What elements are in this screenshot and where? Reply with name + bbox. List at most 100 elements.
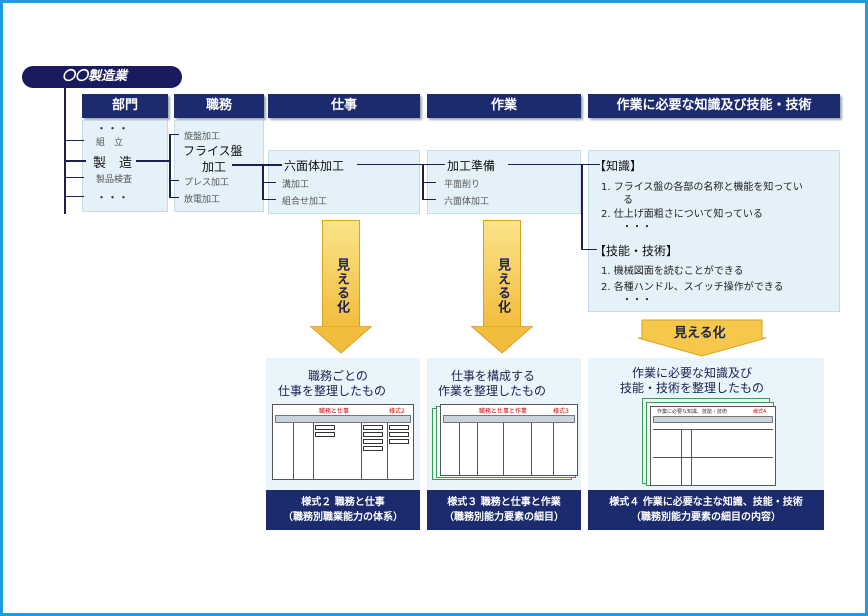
knowledge-panel xyxy=(588,150,840,312)
company-title-pill: 〇〇製造業 xyxy=(22,66,182,88)
branch-line xyxy=(64,196,84,197)
connector-line xyxy=(262,199,276,200)
form-2-col xyxy=(553,423,554,475)
work-combination: 組合せ加工 xyxy=(282,197,328,207)
skills-heading: 【技能・技術】 xyxy=(594,244,679,258)
task-prep: 加工準備 xyxy=(447,159,496,173)
skill-item2: 2. 各種ハンドル、スイッチ操作ができる xyxy=(601,282,784,293)
arrow-head-2 xyxy=(471,326,533,354)
card-2-footer: 様式３ 職務と仕事と作業 （職務別能力要素の細目） xyxy=(427,490,581,530)
form-thumbnail-3: 作業に必要な知識、技能・技術 様式4 xyxy=(650,406,776,486)
visualize-arrow-1 xyxy=(322,220,360,328)
form-1-cell xyxy=(363,425,383,430)
connector-line xyxy=(581,249,597,250)
card-1-title-line2: 仕事を整理したもの xyxy=(278,384,387,398)
form-1-col xyxy=(387,423,388,479)
branch-line xyxy=(64,140,84,141)
form-3-col xyxy=(681,430,682,485)
card-2-title-line1: 仕事を構成する xyxy=(451,369,536,383)
form-1-cell xyxy=(363,439,383,444)
form-2-col xyxy=(531,423,532,475)
connector-line xyxy=(169,180,179,181)
header-work: 仕事 xyxy=(268,94,420,118)
connector-line xyxy=(262,182,276,183)
work-groove: 溝加工 xyxy=(282,180,310,190)
connector-line xyxy=(581,164,583,250)
header-job: 職務 xyxy=(174,94,264,118)
form-3-row-divider xyxy=(653,457,773,458)
form-1-cell xyxy=(389,432,409,437)
form-1-cell xyxy=(363,446,383,451)
company-title: 〇〇製造業 xyxy=(62,69,128,84)
card-3-title-line1: 作業に必要な知識及び xyxy=(632,366,753,380)
form-thumbnail-2: 職務と仕事と作業 様式3 xyxy=(440,404,578,476)
card-3-footer: 様式４ 作業に必要な主な知識、技能・技術 （職務別能力要素の細目の内容） xyxy=(588,490,824,530)
form-1-tag: 様式2 xyxy=(389,408,405,415)
knowledge-item1-line1: 1. フライス盤の各部の名称と機能を知ってい xyxy=(601,182,803,193)
connector-line xyxy=(422,182,436,183)
form-2-tag: 様式3 xyxy=(553,408,569,415)
card-2-title-line2: 作業を整理したもの xyxy=(438,384,547,398)
card-1-title-line1: 職務ごとの xyxy=(308,369,368,383)
card-2-footer-line1: 様式３ 職務と仕事と作業 xyxy=(447,497,561,508)
form-3-title: 作業に必要な知識、技能・技術 xyxy=(657,409,728,415)
dept-panel xyxy=(82,120,168,212)
form-1-cell xyxy=(315,432,335,437)
connector-line xyxy=(169,134,179,135)
card-3-footer-line2: （職務別能力要素の細目の内容） xyxy=(631,512,781,523)
form-1-col xyxy=(313,423,314,479)
connector-line xyxy=(169,197,179,198)
branch-line xyxy=(64,177,84,178)
dept-assembly: 組 立 xyxy=(96,138,124,148)
form-3-col xyxy=(691,430,692,485)
skill-item1: 1. 機械図面を読むことができる xyxy=(601,266,744,277)
form-1-col xyxy=(293,423,294,479)
connector-line xyxy=(136,160,170,162)
job-lathe: 旋盤加工 xyxy=(184,132,221,142)
job-milling-line1: フライス盤 xyxy=(183,144,243,158)
visualize-arrow-3 xyxy=(637,319,767,357)
header-knowledge: 作業に必要な知識及び技能・技術 xyxy=(588,94,840,118)
form-2-col xyxy=(477,423,478,475)
skill-dots: ・・・ xyxy=(622,295,652,306)
branch-line xyxy=(64,160,86,162)
knowledge-heading: 【知識】 xyxy=(594,159,643,173)
form-3-tag: 様式4 xyxy=(753,409,767,415)
card-1-footer-line1: 様式２ 職務と仕事 xyxy=(301,497,385,508)
job-edm: 放電加工 xyxy=(184,195,221,205)
form-3-row-divider xyxy=(653,429,773,430)
card-3-footer-line1: 様式４ 作業に必要な主な知識、技能・技術 xyxy=(609,497,803,508)
form-1-title: 職務と仕事 xyxy=(319,408,350,415)
connector-line xyxy=(422,199,436,200)
knowledge-item2: 2. 仕上げ面粗さについて知っている xyxy=(601,209,763,220)
dept-dots-top: ・・・ xyxy=(96,122,129,135)
header-task: 作業 xyxy=(427,94,581,118)
form-1-cell xyxy=(363,432,383,437)
task-hexa: 六面体加工 xyxy=(444,197,490,207)
form-2-title: 職務と仕事と作業 xyxy=(479,408,528,415)
visualize-label-3: 見える化 xyxy=(674,326,726,341)
form-1-cell xyxy=(389,425,409,430)
form-1-cell xyxy=(315,425,335,430)
form-2-col xyxy=(459,423,460,475)
visualize-arrow-2 xyxy=(483,220,521,328)
connector-line xyxy=(357,164,445,165)
form-2-header-row xyxy=(443,415,575,423)
tree-trunk-line xyxy=(64,88,66,214)
dept-inspection: 製品検査 xyxy=(96,175,133,185)
connector-line xyxy=(508,164,600,165)
dept-dots-bottom: ・・・ xyxy=(96,191,129,204)
work-hexahedron: 六面体加工 xyxy=(284,159,345,173)
dept-manufacturing: 製 造 xyxy=(93,156,133,171)
form-1-col xyxy=(361,423,362,479)
connector-line xyxy=(169,134,171,198)
knowledge-item1-line2: る xyxy=(623,195,633,206)
visualize-label-2: 見える化 xyxy=(495,258,510,314)
form-1-header-row xyxy=(275,415,411,423)
task-flat: 平面削り xyxy=(444,180,481,190)
connector-line xyxy=(232,164,282,166)
form-3-header-row xyxy=(653,416,773,423)
knowledge-dots: ・・・ xyxy=(622,222,652,233)
card-3-title-line2: 技能・技術を整理したもの xyxy=(620,381,765,395)
header-dept: 部門 xyxy=(82,94,168,118)
